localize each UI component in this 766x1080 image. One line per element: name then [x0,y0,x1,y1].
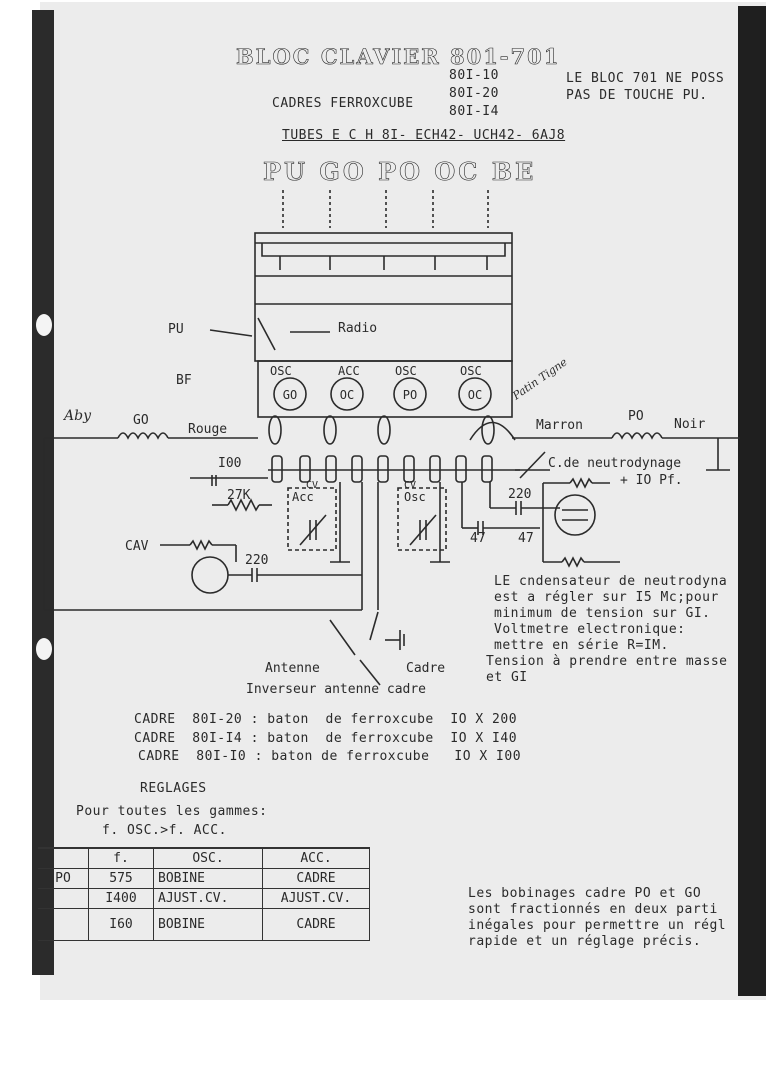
reglages-line1: Pour toutes les gammes: [76,804,268,819]
schematic-diagram: PU Radio BF OSC ACC OSC OSC GO OC PO OC … [43,190,740,697]
handwritten-right: Patin Tigne [509,355,570,403]
doc-title: BLOC CLAVIER 801-701 [236,44,561,70]
table-header-cell: ACC. [262,847,370,869]
cadre-spec-line: CADRE 80I-I0 : baton de ferroxcube IO X … [138,749,522,764]
table-cell-band [38,888,89,909]
model-1: 80I-10 [449,68,499,83]
bobinages-note-line: sont fractionnés en deux parti [468,902,718,917]
neutro-note-line: est a régler sur I5 Mc;pour [494,590,719,605]
punch-hole [36,638,52,660]
table-header-cell: f. [88,847,154,869]
cap-220-label-b: 220 [245,553,268,568]
table-cell-acc: CADRE [262,868,370,889]
cv-label-1: CV [306,480,318,491]
coil-po-label: PO [403,388,417,402]
table-cell-f: I60 [88,908,154,941]
model-2: 80I-20 [449,86,499,101]
osc-label-2: OSC [395,364,417,378]
model-3: 80I-I4 [449,104,499,119]
coil-oc-label-1: OC [340,388,354,402]
cap-100-label: I00 [218,456,241,471]
neutro-note-line: mettre en série R=IM. [494,638,669,653]
reglages-title: REGLAGES [140,781,207,796]
radio-label: Radio [338,321,377,336]
table-cell-osc: AJUST.CV. [153,888,263,909]
neutro-cap-label: C.de neutrodynage [548,456,681,471]
table-header-cell: OSC. [153,847,263,869]
pu-label: PU [168,322,184,337]
cav-label: CAV [125,539,149,554]
antenne-label: Antenne [265,661,320,676]
acc-label-2: Acc [292,490,314,504]
table-row: I400 AJUST.CV. AJUST.CV. [38,888,370,909]
coil-go-label: GO [283,388,297,402]
table-cell-band: PO [38,868,89,889]
neutro-note-line: minimum de tension sur GI. [494,606,711,621]
table-cell-osc: BOBINE [153,868,263,889]
reglages-table: f. OSC. ACC. PO 575 BOBINE CADRE I400 AJ… [38,847,370,941]
neutro-note: LE cndensateur de neutrodyna est a régle… [486,574,727,686]
table-row: I60 BOBINE CADRE [38,908,370,941]
punch-hole [36,314,52,336]
tubes-line: TUBES E C H 8I- ECH42- UCH42- 6AJ8 [282,128,566,143]
cadre-spec-line: CADRE 80I-20 : baton de ferroxcube IO X … [134,712,518,727]
cadre-spec-line: CADRE 80I-I4 : baton de ferroxcube IO X … [134,731,518,746]
table-cell-osc: BOBINE [153,908,263,941]
cap-47-label-b: 47 [518,531,534,546]
marron-label: Marron [536,418,583,433]
reglages-line2: f. OSC.>f. ACC. [102,823,227,838]
po-coil-label: PO [628,409,644,424]
osc-label-1: OSC [270,364,292,378]
table-row: PO 575 BOBINE CADRE [38,868,370,889]
scan-edge-left [32,10,54,975]
go-coil-label: GO [133,413,149,428]
band-labels: PU GO PO OC BE [263,157,537,187]
osc-label-4: Osc [404,490,426,504]
bobinages-note-line: rapide et un réglage précis. [468,934,702,949]
osc-label-3: OSC [460,364,482,378]
noir-label: Noir [674,417,705,432]
rouge-label: Rouge [188,422,227,437]
table-cell-acc: CADRE [262,908,370,941]
bobinages-note-line: Les bobinages cadre PO et GO [468,886,702,901]
inverseur-label: Inverseur antenne cadre [246,682,426,697]
coil-oc-label-2: OC [468,388,482,402]
bf-label: BF [176,373,192,388]
table-header-row: f. OSC. ACC. [38,847,370,869]
bobinages-note-line: inégales pour permettre un régl [468,918,727,933]
plus-10pf-label: + IO Pf. [620,473,683,488]
scan-edge-right [738,6,766,996]
neutro-note-line: et GI [486,670,528,685]
acc-label-1: ACC [338,364,360,378]
cv-label-2: CV [404,480,416,491]
neutro-note-line: LE cndensateur de neutrodyna [494,574,728,589]
res-27k-label: 27K [227,488,251,503]
document-sheet [40,2,766,1000]
table-cell-f: 575 [88,868,154,889]
cap-47-label-a: 47 [470,531,486,546]
neutro-note-line: Voltmetre electronique: [494,622,686,637]
handwritten-left: Aby [62,408,92,424]
table-cell-acc: AJUST.CV. [262,888,370,909]
cadres-label: CADRES FERROXCUBE [272,96,414,111]
table-cell-band [38,908,89,941]
note-701-line1: LE BLOC 701 NE POSS [566,71,725,86]
cadre-label: Cadre [406,661,445,676]
table-cell-f: I400 [88,888,154,909]
cap-220-label-a: 220 [508,487,531,502]
note-701-line2: PAS DE TOUCHE PU. [566,88,708,103]
table-header-cell [38,847,89,869]
neutro-note-line: Tension à prendre entre masse [486,654,728,669]
